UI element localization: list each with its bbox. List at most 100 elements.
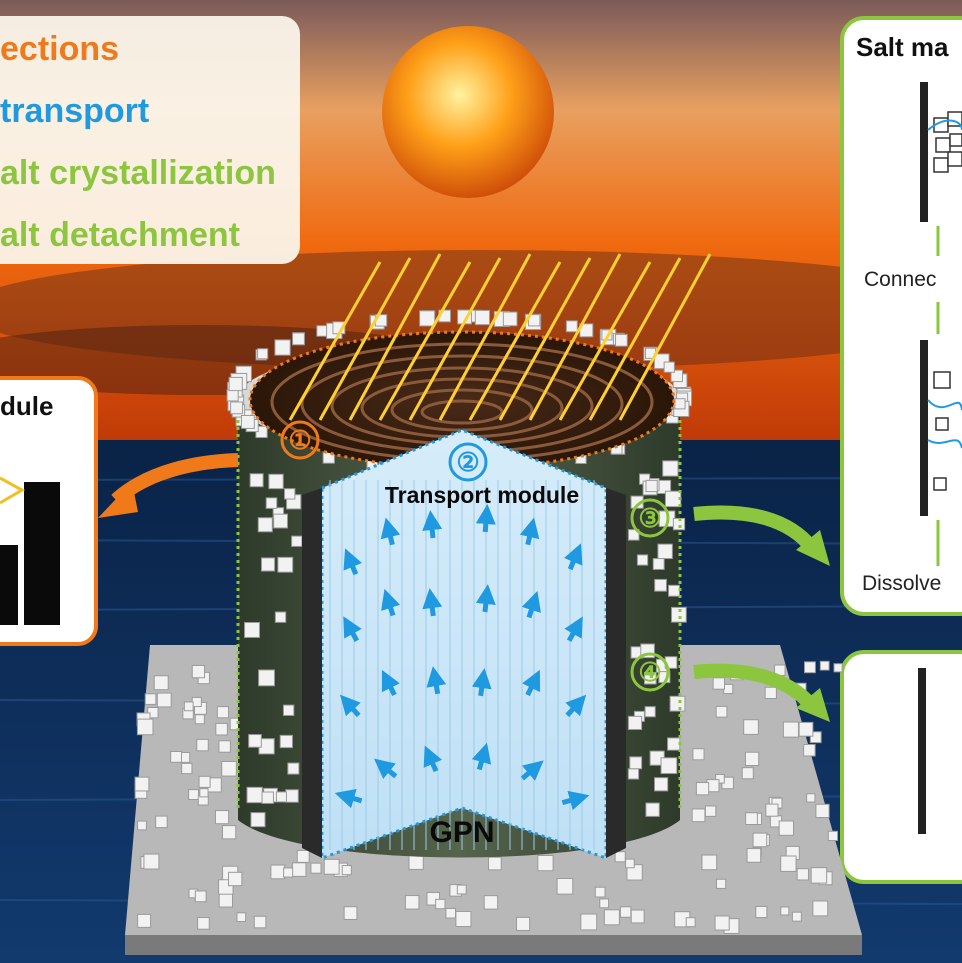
salt-cube <box>619 906 632 918</box>
salt-cube <box>218 893 233 908</box>
sun-ray <box>558 261 652 421</box>
left-chart-bar-tall <box>24 482 60 625</box>
salt-cube <box>745 812 758 826</box>
salt-cube <box>663 361 675 373</box>
salt-cube <box>283 867 294 878</box>
flow-arrow <box>522 669 541 697</box>
salt-cube <box>765 803 779 817</box>
salt-cube <box>812 900 829 917</box>
salt-cube <box>181 762 193 775</box>
salt-cube <box>216 706 230 719</box>
salt-cube <box>341 865 352 876</box>
salt-cube <box>833 663 843 673</box>
left-module-panel: dule <box>0 376 98 646</box>
salt-cube <box>218 740 231 753</box>
salt-cube <box>435 898 446 910</box>
flow-arrow <box>471 668 492 697</box>
salt-cube <box>214 810 230 825</box>
salt-cube <box>488 856 502 871</box>
green-arrow-bottom <box>693 663 818 711</box>
salt-cube <box>228 871 243 887</box>
legend-line-4: alt detachment <box>0 216 240 254</box>
salt-cube <box>804 661 816 674</box>
salt-cube <box>744 751 760 766</box>
salt-cube <box>226 389 239 402</box>
salt-cube <box>134 776 150 792</box>
salt-cube <box>695 782 710 796</box>
salt-cube <box>796 868 809 881</box>
salt-cube <box>270 864 286 880</box>
salt-cube <box>670 369 683 383</box>
salt-cube <box>603 909 620 926</box>
connect-label: Connec <box>864 268 936 291</box>
salt-cube <box>716 878 727 889</box>
salt-cube <box>291 862 307 877</box>
salt-cube <box>196 738 209 752</box>
salt-cube <box>780 855 797 872</box>
salt-cube <box>692 748 705 761</box>
sun-ray <box>408 257 502 421</box>
salt-cubes-base <box>134 660 843 934</box>
green-arrow-top <box>693 505 818 553</box>
salt-cube <box>594 886 606 898</box>
salt-cube <box>136 718 154 736</box>
salt-cube <box>268 473 284 490</box>
salt-cube <box>809 731 822 744</box>
flow-arrow <box>423 745 442 773</box>
flow-arrow <box>564 616 583 642</box>
sun-ray <box>588 257 682 421</box>
salt-cube <box>144 693 157 705</box>
salt-cube <box>615 333 628 347</box>
salt-cube <box>669 695 686 712</box>
salt-cube <box>456 884 467 895</box>
svg-text:④: ④ <box>638 657 661 687</box>
legend-line-3: alt crystallization <box>0 154 276 192</box>
salt-cube <box>191 664 206 679</box>
salt-cube <box>704 805 717 817</box>
water-flow-arrows <box>334 504 590 811</box>
right-panel-title: Salt ma <box>856 32 949 62</box>
salt-cube <box>265 497 278 509</box>
sun-ray <box>288 261 382 421</box>
salt-cube <box>671 606 687 623</box>
salt-cube <box>627 715 643 731</box>
left-chart-bar-short <box>0 545 18 625</box>
salt-cube <box>221 760 237 777</box>
flow-arrow <box>563 543 583 571</box>
salt-cube <box>257 348 269 360</box>
flow-arrow <box>471 742 492 771</box>
salt-cube <box>815 803 830 819</box>
salt-cube <box>712 677 725 690</box>
flow-arrow <box>343 548 363 576</box>
salt-cube <box>261 791 274 804</box>
salt-cube <box>249 473 264 488</box>
salt-cube <box>170 750 182 763</box>
salt-cube <box>408 854 424 870</box>
salt-cube <box>691 808 706 823</box>
transport-module-label: Transport module <box>385 482 579 508</box>
flow-arrow <box>381 669 400 697</box>
salt-cube <box>194 714 205 725</box>
salt-cube <box>723 683 734 694</box>
salt-cube <box>644 706 656 718</box>
sun-ray <box>318 257 412 421</box>
salt-cube <box>599 898 610 909</box>
salt-cube <box>528 314 541 327</box>
salt-cube <box>244 621 261 638</box>
flow-arrow <box>475 504 496 533</box>
salt-cube <box>155 815 168 829</box>
salt-cube <box>662 460 679 477</box>
salt-crystals-bottom <box>933 371 951 491</box>
flow-arrow <box>520 760 544 781</box>
sun-ray <box>528 253 622 421</box>
salt-cube <box>285 789 299 803</box>
legend-line-2: transport <box>0 92 149 130</box>
salt-cube <box>279 734 293 749</box>
salt-cube <box>614 851 626 863</box>
sun-ray <box>438 253 532 421</box>
sun-ray <box>468 261 562 421</box>
salt-cube <box>248 734 262 748</box>
salt-cube <box>627 768 640 780</box>
salt-cube <box>137 913 152 928</box>
salt-cube <box>404 895 420 910</box>
